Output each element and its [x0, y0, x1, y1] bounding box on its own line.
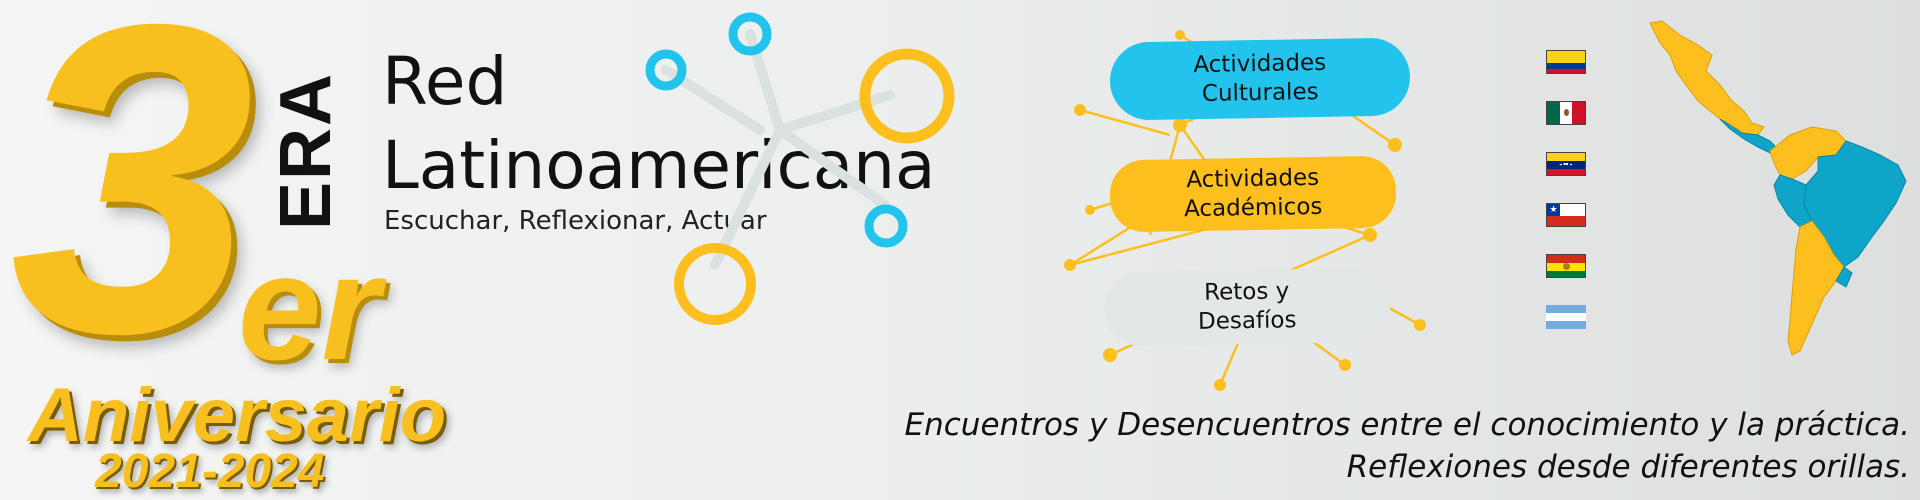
- decorative-network-icon: [645, 12, 955, 325]
- tagline-line1: Encuentros y Desencuentros entre el cono…: [904, 407, 1910, 443]
- bolivia-flag-icon: [1546, 254, 1586, 278]
- argentina-flag-icon: [1546, 305, 1586, 329]
- activity-line: Desafíos: [1197, 307, 1297, 335]
- tagline-line2: Reflexiones desde diferentes orillas.: [1346, 449, 1910, 485]
- activity-line: Académicos: [1183, 193, 1323, 223]
- circle-icon: [645, 49, 687, 91]
- activity-line: Actividades: [1186, 164, 1320, 194]
- anniversary-years: 2021-2024: [95, 445, 325, 498]
- anniversary-number: 3: [10, 0, 255, 425]
- colombia-flag-icon: [1546, 50, 1586, 74]
- activity-pill-academicos: Actividades Académicos: [1109, 155, 1397, 233]
- activity-pill-retos: Retos y Desafíos: [1103, 267, 1391, 347]
- anniversary-label: Aniversario: [28, 373, 447, 458]
- network-title: Red Latinoamericana: [382, 40, 942, 208]
- chile-flag-icon: ★: [1546, 203, 1586, 227]
- circle-icon: [728, 12, 772, 56]
- activity-pill-culturales: Actividades Culturales: [1109, 37, 1411, 121]
- circle-icon: [859, 48, 955, 144]
- anniversary-suffix: er: [238, 223, 380, 391]
- activity-line: Culturales: [1201, 78, 1319, 108]
- activity-line: Retos y: [1203, 278, 1290, 306]
- activity-line: Actividades: [1193, 49, 1327, 79]
- era-label: ERA: [266, 71, 346, 230]
- network-title-line2: Latinoamericana: [382, 127, 936, 204]
- venezuela-flag-icon: [1546, 152, 1586, 176]
- network-title-line1: Red: [382, 43, 508, 120]
- circle-icon: [674, 243, 756, 325]
- network-slogan: Escuchar, Reflexionar, Actuar: [384, 206, 767, 236]
- tagline: Encuentros y Desencuentros entre el cono…: [810, 404, 1910, 488]
- mexico-flag-icon: [1546, 101, 1586, 125]
- circle-icon: [864, 204, 908, 248]
- latin-america-map-icon: [1649, 20, 1907, 356]
